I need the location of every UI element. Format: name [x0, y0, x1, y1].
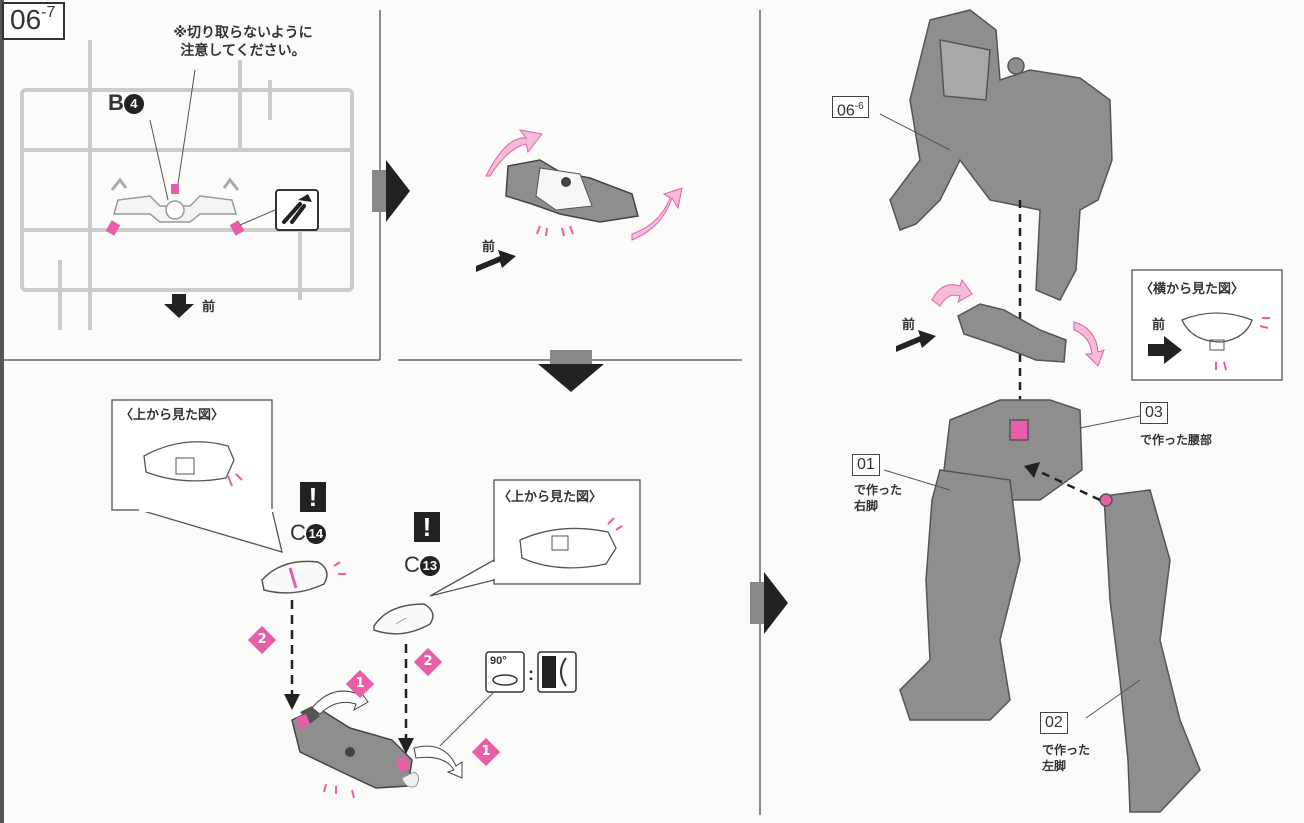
caution-line-1: ※切り取らないように: [173, 25, 313, 41]
top-view-box-right: [429, 479, 641, 597]
front-label-2: 前: [482, 240, 496, 255]
ref-waist: 03: [1140, 402, 1168, 424]
caution-line-2: 注意してください。: [180, 43, 306, 59]
ref-note-line-2: 左脚: [1042, 759, 1067, 773]
order-marker-text: 1: [355, 676, 365, 691]
flow-arrow-right-2: [750, 572, 788, 634]
ref-left-leg-note: で作った 左脚: [1042, 742, 1090, 774]
ref-main: 06: [837, 102, 855, 120]
hip-joint-part-top: [485, 129, 683, 241]
step-main: 06: [10, 4, 42, 35]
robot-left-leg: [1099, 489, 1201, 813]
front-arrow-left-right-panel: [896, 330, 936, 352]
flow-arrow-right-1: [372, 160, 410, 222]
runner-part-b4: [105, 69, 276, 236]
rotate-instruction-icon: :: [439, 651, 577, 747]
front-label-3: 前: [902, 318, 916, 333]
order-marker-1b: 1: [471, 737, 501, 767]
leader-lines: [879, 113, 1141, 719]
part-letter: C: [290, 520, 306, 545]
dashed-arrow-left-leg: [1035, 468, 1101, 502]
page-edge: [0, 0, 4, 823]
ref-note-line-1: で作った: [854, 483, 903, 497]
insert-arrow-heads: [284, 694, 414, 754]
ref-sub: -6: [854, 101, 864, 112]
hip-joint-part-bottom: [291, 686, 463, 799]
insert-arrows: [290, 600, 408, 740]
order-marker-1a: 1: [345, 669, 375, 699]
runner-part-number: 4: [123, 94, 144, 115]
ref-main: 03: [1145, 404, 1163, 421]
ref-note-line-2: 右脚: [854, 499, 879, 513]
order-marker-text: 2: [257, 632, 267, 647]
runner-frame: [20, 40, 354, 330]
ref-torso: 06-6: [832, 96, 869, 120]
side-view-box: [1131, 269, 1283, 381]
ref-note-line-1: で作った: [1042, 743, 1091, 757]
part-number: 13: [419, 556, 440, 577]
front-label-1: 前: [202, 300, 216, 315]
step-number: 06-7: [2, 2, 66, 40]
order-marker-2a: 2: [247, 625, 277, 655]
top-view-box-left: [111, 399, 283, 553]
ref-waist-note: で作った腰部: [1140, 433, 1213, 447]
runner-letter: B: [108, 90, 124, 115]
step-sub: -7: [41, 4, 56, 21]
exclamation-icon-1: !: [300, 482, 326, 512]
side-view-title: 〈横から見た図〉: [1140, 282, 1245, 297]
ref-right-leg: 01: [852, 454, 880, 476]
part-number: 14: [305, 524, 326, 545]
front-arrow-down: [164, 294, 194, 318]
ref-main: 01: [857, 456, 875, 473]
top-view-title-right: 〈上から見た図〉: [498, 490, 603, 505]
robot-right-leg: [899, 469, 1021, 721]
front-arrow-left: [476, 250, 516, 272]
ref-left-leg: 02: [1040, 712, 1068, 734]
front-label-4: 前: [1152, 318, 1166, 333]
order-marker-2b: 2: [413, 647, 443, 677]
top-view-title-left: 〈上から見た図〉: [120, 408, 225, 423]
cap-part-c14: [261, 560, 346, 594]
order-marker-text: 1: [481, 744, 491, 759]
rotate-angle-label: 90°: [490, 655, 507, 667]
robot-hip-joint: [931, 278, 1105, 367]
part-letter: C: [404, 552, 420, 577]
exclamation-icon-2: !: [414, 512, 440, 542]
ref-right-leg-note: で作った 右脚: [854, 482, 902, 514]
cap-part-c13: [373, 603, 434, 635]
svg-text::: :: [528, 664, 534, 684]
ref-main: 02: [1045, 714, 1063, 731]
flow-arrow-down: [538, 350, 604, 392]
caution-note: ※切り取らないように 注意してください。: [138, 24, 348, 60]
order-marker-text: 2: [423, 654, 433, 669]
arrow-head-left-leg: [1024, 462, 1040, 478]
robot-upper-body: [889, 9, 1113, 301]
nipper-icon: [275, 189, 319, 231]
